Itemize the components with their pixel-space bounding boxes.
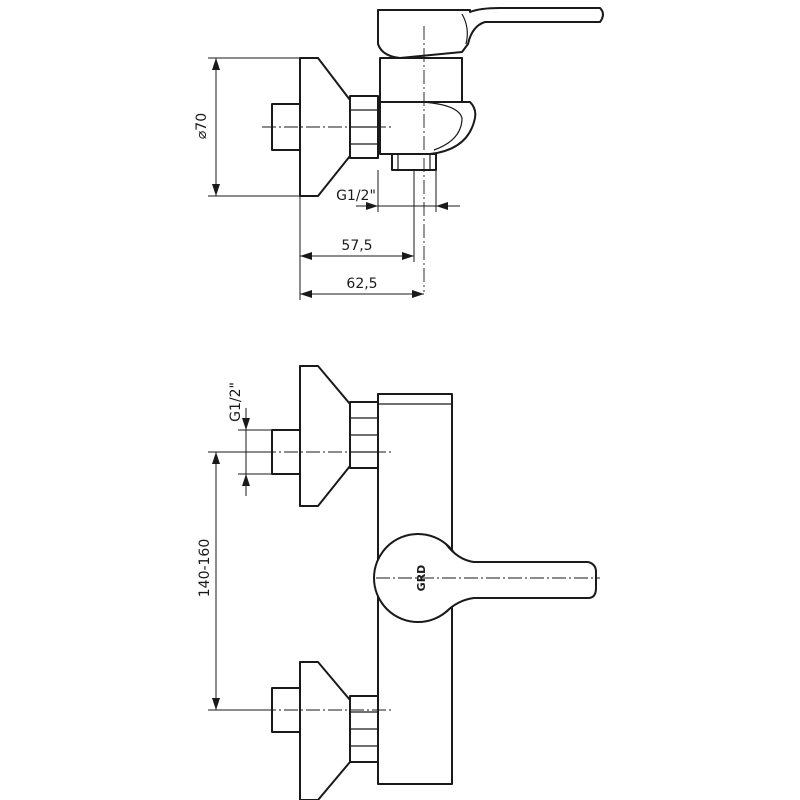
depth-inner-label: 57,5 [341,238,372,254]
thread-side-label: G1/2" [336,188,376,204]
diameter-label: ⌀70 [194,113,210,139]
spacing-label: 140-160 [197,539,213,598]
front-top-rosette [299,365,351,507]
side-lever-detail [461,13,468,45]
thread-front-label: G1/2" [228,382,244,422]
depth-outer-label: 62,5 [346,276,377,292]
front-view: GRD G1/2" 140-160 [197,365,600,800]
side-body-upper [379,57,463,103]
side-lever-handle [377,7,604,59]
side-body-curve [419,101,463,151]
side-body-lower [379,101,477,155]
front-bottom-rosette [299,661,351,800]
side-view: ⌀70 G1/2" 57,5 62,5 [194,7,604,300]
